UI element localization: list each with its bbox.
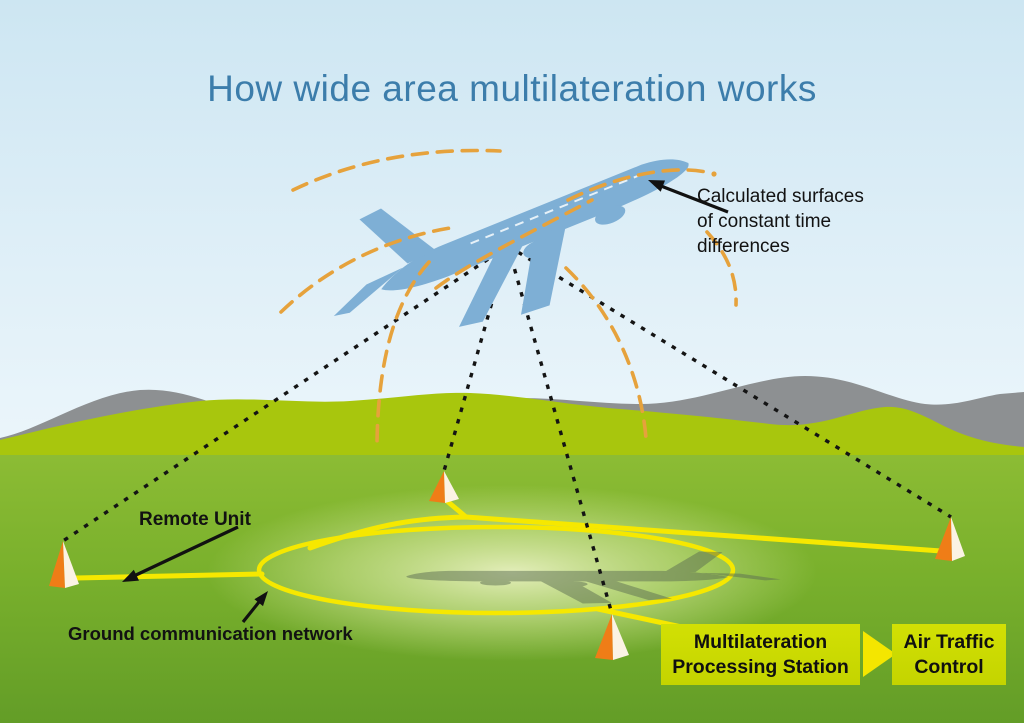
arc-end-dot [711, 171, 717, 177]
annotation-arrows [122, 180, 729, 623]
ground-network-lines [73, 498, 944, 637]
remote-unit-cone-icon [429, 471, 459, 503]
air-traffic-control-box: Air Traffic Control [892, 624, 1006, 685]
flow-arrow-icon [863, 631, 896, 677]
ground-network-label: Ground communication network [68, 623, 353, 644]
remote-unit-cone-icon [49, 541, 79, 588]
remote-unit-label: Remote Unit [139, 509, 251, 530]
remote-unit-cone-icon [935, 517, 965, 561]
processing-station-box: Multilateration Processing Station [661, 624, 860, 685]
constant-time-arcs [279, 148, 738, 446]
calculated-surfaces-label: Calculated surfaces of constant time dif… [697, 186, 864, 257]
page-title: How wide area multilateration works [207, 68, 817, 109]
green-hills [0, 392, 1024, 458]
remote-unit-cones [49, 471, 965, 660]
remote-unit-cone-icon [595, 614, 629, 660]
